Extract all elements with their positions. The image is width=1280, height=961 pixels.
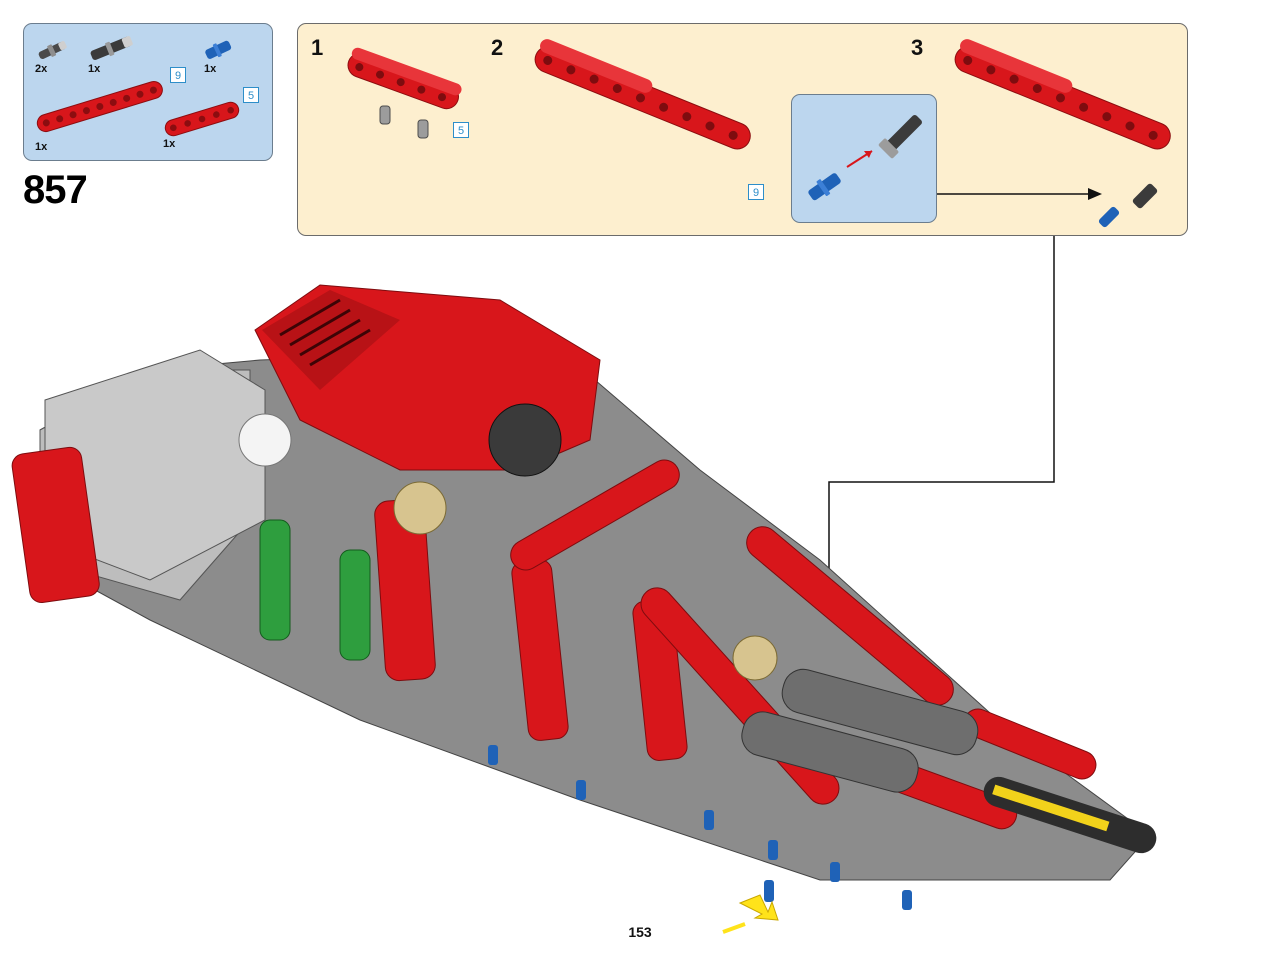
grey-axle-pin-icon xyxy=(38,41,67,59)
dark-grey-axle-connector-icon xyxy=(90,36,133,60)
parts-qty: 1x xyxy=(35,141,48,153)
liftarm-length-label: 5 xyxy=(243,87,259,103)
callout-box xyxy=(791,94,937,223)
axle-connector-with-pin-icon xyxy=(808,115,922,201)
page-number: 153 xyxy=(628,924,652,940)
liftarm-length-label: 9 xyxy=(748,184,764,200)
blue-axle-pin-icon xyxy=(205,40,232,59)
substep-label: 2 xyxy=(491,35,504,60)
substep-label: 3 xyxy=(911,35,924,60)
red-liftarm-5-icon xyxy=(164,101,240,137)
parts-qty: 2x xyxy=(35,63,48,75)
substep-label: 1 xyxy=(311,35,324,60)
liftarm-length-label: 9 xyxy=(170,67,186,83)
parts-qty: 1x xyxy=(88,63,101,75)
step2-liftarm-assembly-icon xyxy=(534,39,751,150)
step-number: 857 xyxy=(23,168,88,212)
step3-liftarm-assembly-icon xyxy=(954,39,1171,228)
liftarm-length-label: 5 xyxy=(453,122,469,138)
step1-liftarm-with-pins-icon xyxy=(347,47,462,139)
red-liftarm-9-icon xyxy=(36,81,163,133)
parts-list-box: 2x 1x 1x 9 1x xyxy=(23,23,273,161)
parts-qty: 1x xyxy=(163,138,176,150)
parts-qty: 1x xyxy=(204,63,217,75)
sub-assembly-box: 1 2 3 5 9 xyxy=(297,23,1188,236)
